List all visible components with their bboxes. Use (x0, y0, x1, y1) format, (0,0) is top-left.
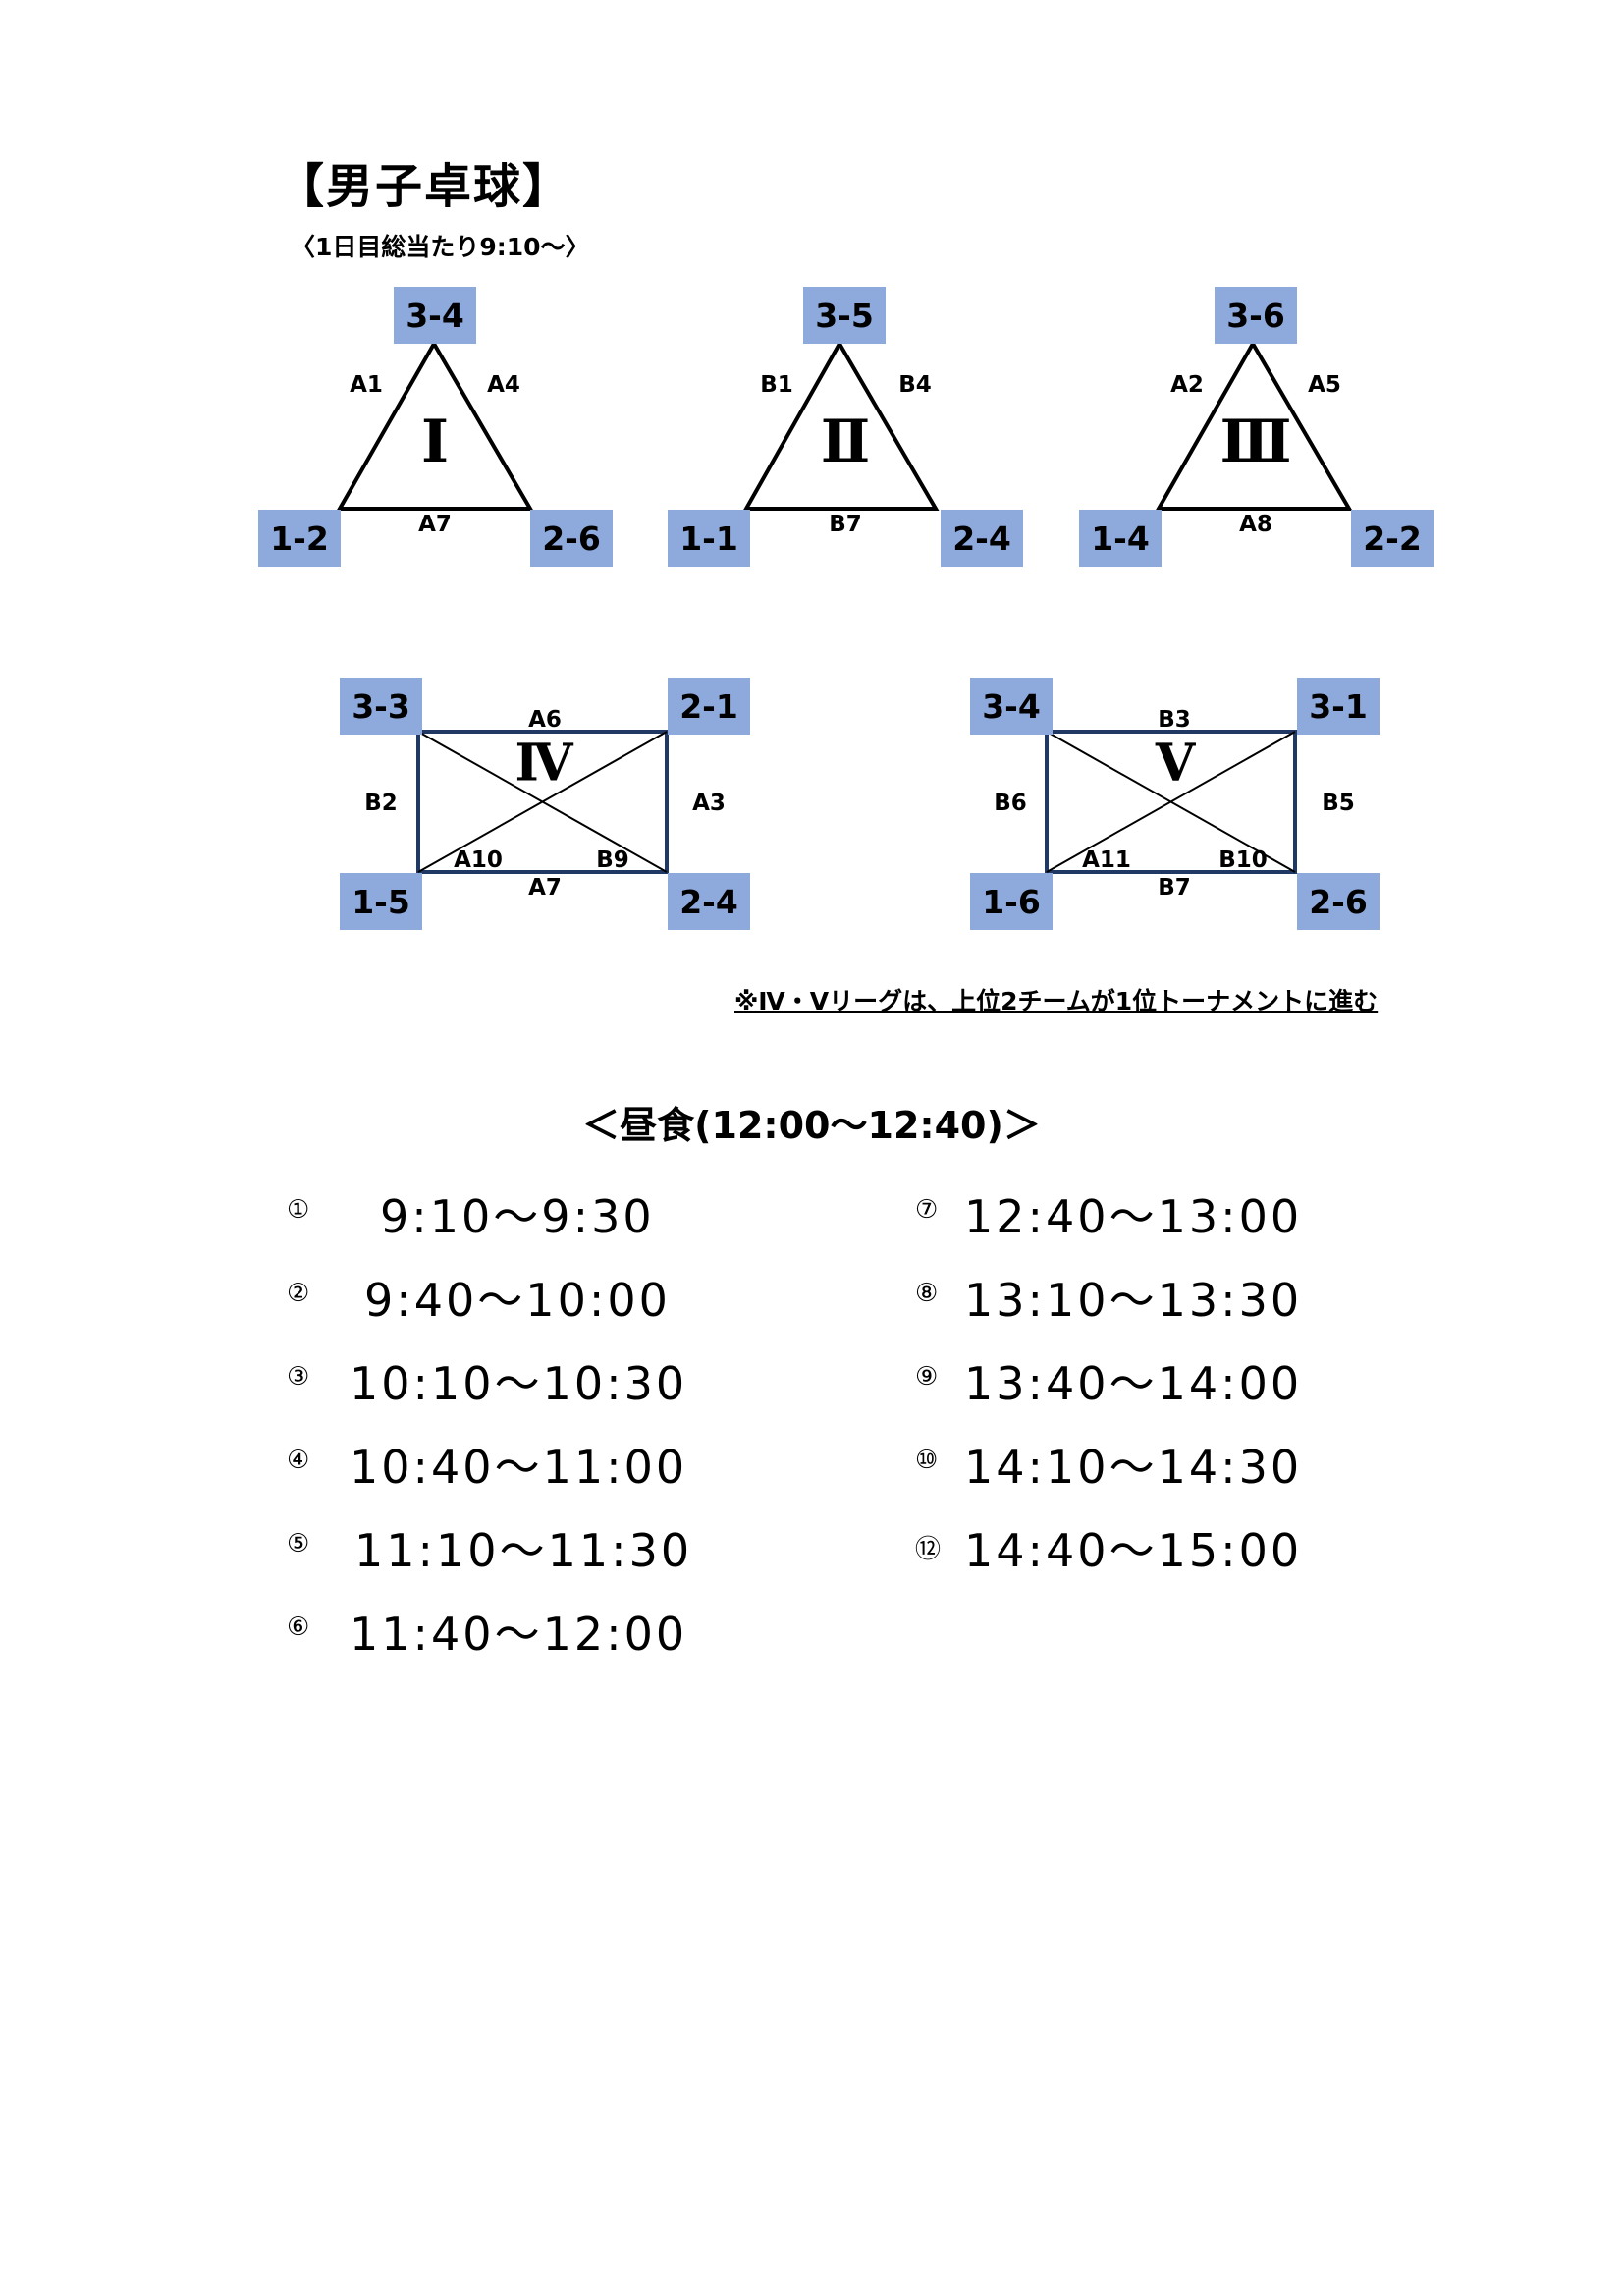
league-5-bottom-right-team: 2-6 (1297, 873, 1380, 930)
schedule-time: 14:40～15:00 (964, 1524, 1303, 1577)
league-5-edge-left: B6 (994, 791, 1027, 816)
league-3-top-team: 3-6 (1215, 287, 1297, 344)
page-title: 【男子卓球】 (277, 159, 572, 214)
schedule-time: 9:40～10:00 (364, 1274, 671, 1327)
schedule-number: ④ (287, 1446, 310, 1475)
schedule-number: ⑫ (915, 1535, 942, 1564)
league-1-triangle (336, 340, 534, 511)
schedule-time: 10:10～10:30 (350, 1357, 688, 1410)
league-4-numeral: Ⅳ (514, 733, 573, 793)
schedule-time: 13:40～14:00 (964, 1357, 1303, 1410)
league-3-numeral: Ⅲ (1219, 408, 1292, 476)
league-4-top-left-team: 3-3 (340, 678, 422, 735)
league-3-edge-left: A2 (1170, 372, 1204, 398)
league-2-edge-bottom: B7 (829, 512, 862, 537)
schedule-number: ⑦ (915, 1195, 939, 1225)
league-5-bottom-left-team: 1-6 (970, 873, 1053, 930)
league-5-diag-right: B10 (1218, 847, 1268, 873)
league-5-diag-left: A11 (1082, 847, 1131, 873)
schedule-number: ③ (287, 1362, 310, 1392)
league-4-top-right-team: 2-1 (668, 678, 750, 735)
league-5-edge-right: B5 (1322, 791, 1355, 816)
league-4-edge-right: A3 (692, 791, 726, 816)
league-5-top-right-team: 3-1 (1297, 678, 1380, 735)
league-2-numeral: Ⅱ (820, 408, 871, 476)
league-3-left-team: 1-4 (1079, 510, 1162, 567)
schedule-number: ⑥ (287, 1613, 310, 1642)
league-2-left-team: 1-1 (668, 510, 750, 567)
league-diagrams (336, 339, 1353, 874)
league-4-edge-top: A6 (528, 707, 562, 733)
league-5-edge-top: B3 (1158, 707, 1191, 733)
schedule-number: ⑤ (287, 1529, 310, 1558)
schedule-time: 11:40～12:00 (350, 1608, 688, 1661)
schedule-number: ① (287, 1195, 310, 1225)
league-3-edge-bottom: A8 (1239, 512, 1272, 537)
league-1-numeral: Ⅰ (420, 408, 450, 476)
league-1-top-team: 3-4 (394, 287, 476, 344)
lunch-heading: ＜昼食(12:00～12:40)＞ (582, 1104, 1041, 1147)
schedule-number: ② (287, 1279, 310, 1308)
league-4-bottom-right-team: 2-4 (668, 873, 750, 930)
league-3-right-team: 2-2 (1351, 510, 1434, 567)
schedule-time: 14:10～14:30 (964, 1441, 1303, 1494)
schedule-number: ⑩ (915, 1446, 939, 1475)
league-3-triangle (1155, 340, 1353, 511)
schedule-time: 13:10～13:30 (964, 1274, 1303, 1327)
league-5-numeral: Ⅴ (1155, 733, 1196, 793)
schedule-time: 10:40～11:00 (350, 1441, 688, 1494)
league-4-bottom-left-team: 1-5 (340, 873, 422, 930)
league-1-edge-left: A1 (350, 372, 383, 398)
advancement-note: ※Ⅳ・Ⅴリーグは、上位2チームが1位トーナメントに進む (734, 987, 1379, 1015)
league-2-triangle (742, 339, 940, 511)
league-2-edge-right: B4 (898, 372, 932, 398)
schedule-time: 9:10～9:30 (380, 1190, 655, 1243)
league-5-diagonal-b (1046, 731, 1296, 873)
league-4-diag-left: A10 (454, 847, 503, 873)
league-2-top-team: 3-5 (803, 287, 886, 344)
league-4-edge-left: B2 (364, 791, 398, 816)
league-5-rect (1045, 730, 1297, 874)
league-1-left-team: 1-2 (258, 510, 341, 567)
league-4-diagonal-b (417, 731, 668, 873)
league-2-edge-left: B1 (760, 372, 793, 398)
league-4-edge-bottom: A7 (528, 875, 562, 901)
league-5-top-left-team: 3-4 (970, 678, 1053, 735)
schedule-time: 12:40～13:00 (964, 1190, 1303, 1243)
schedule-number: ⑨ (915, 1362, 939, 1392)
league-3-edge-right: A5 (1308, 372, 1341, 398)
league-1-edge-right: A4 (487, 372, 520, 398)
league-5-edge-bottom: B7 (1158, 875, 1191, 901)
league-2-right-team: 2-4 (941, 510, 1023, 567)
league-4-diag-right: B9 (596, 847, 629, 873)
schedule-number: ⑧ (915, 1279, 939, 1308)
page-subtitle: 〈1日目総当たり9:10～〉 (291, 233, 590, 261)
schedule-time: 11:10～11:30 (354, 1524, 693, 1577)
league-1-edge-bottom: A7 (418, 512, 452, 537)
league-1-right-team: 2-6 (530, 510, 613, 567)
league-4-rect (416, 730, 669, 874)
